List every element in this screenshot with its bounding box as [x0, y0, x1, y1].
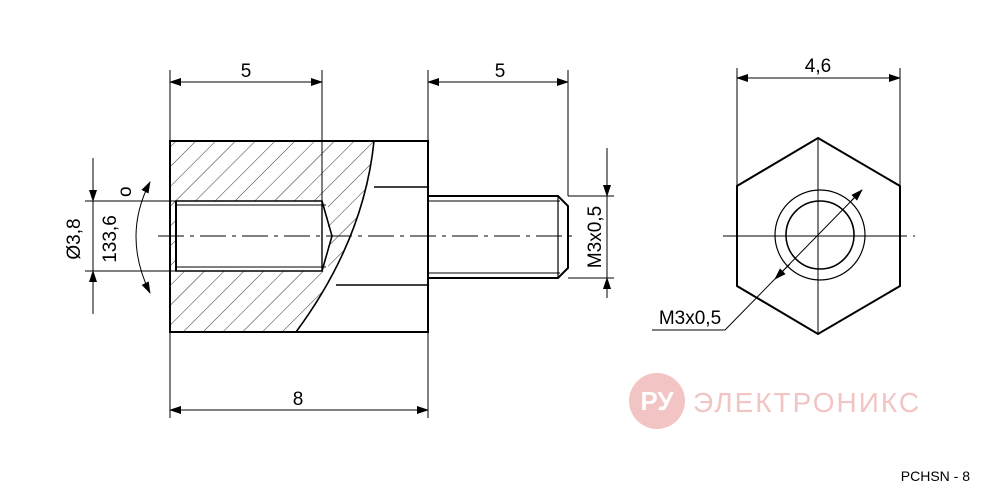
- dim-degree-mark: o: [115, 186, 136, 197]
- dimension-lines: [85, 70, 614, 418]
- break-line: [295, 140, 375, 333]
- thread-outer-circle: [774, 189, 866, 281]
- dim-total-length: 8: [293, 389, 304, 410]
- side-section-view: [158, 140, 578, 333]
- threaded-stud: [428, 195, 569, 279]
- dim-left-length: 5: [241, 61, 252, 82]
- part-code: PCHSN - 8: [900, 468, 970, 484]
- svg-text:РУ: РУ: [640, 386, 674, 416]
- dim-thread-side: M3x0,5: [585, 206, 606, 268]
- dim-stud-length: 5: [495, 61, 506, 82]
- dim-thread-front: M3x0,5: [659, 308, 721, 329]
- svg-text:ЭЛЕКТРОНИКС: ЭЛЕКТРОНИКС: [693, 387, 921, 418]
- dim-hole-diameter: Ø3,8: [64, 218, 85, 259]
- dim-across-flats: 4,6: [805, 56, 831, 77]
- dim-angle: 133,6: [100, 215, 121, 263]
- watermark-logo: РУ ЭЛЕКТРОНИКС: [629, 373, 921, 429]
- hex-end-view: [652, 68, 915, 336]
- thread-inner-circle: [785, 200, 855, 270]
